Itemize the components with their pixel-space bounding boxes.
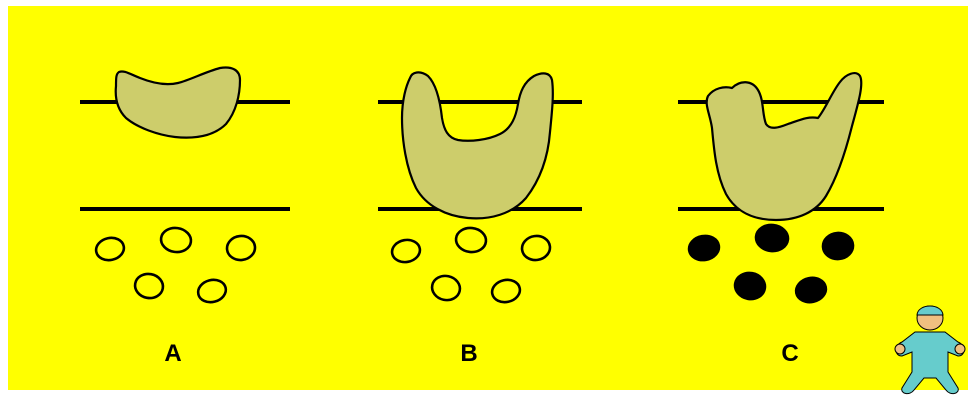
particle (822, 232, 854, 260)
mascot-hand (895, 344, 905, 354)
mascot-hand (955, 344, 965, 354)
panel-label: C (781, 340, 798, 367)
panel-label: A (164, 340, 181, 367)
panel-label: B (460, 340, 477, 367)
